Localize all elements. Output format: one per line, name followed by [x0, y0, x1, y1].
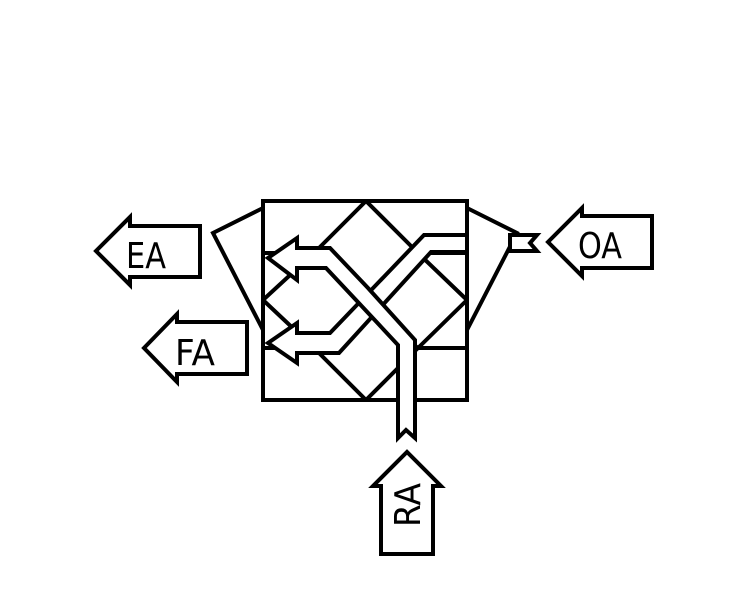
ea-label: EA	[126, 236, 166, 277]
oa-arrow-shape	[545, 203, 654, 281]
ea-arrow-shape	[93, 212, 202, 290]
fa-arrow: FA	[141, 309, 249, 387]
ra-label: RA	[388, 483, 429, 527]
ra-core-ribbon	[264, 234, 417, 443]
oa-ribbon-tail	[508, 233, 542, 253]
oa-arrow: OA	[545, 203, 654, 281]
right-side-plate	[465, 206, 520, 331]
oa-label: OA	[578, 226, 622, 267]
left-side-plate	[210, 206, 265, 331]
ea-arrow: EA	[93, 212, 202, 290]
ra-arrow: RA	[368, 449, 446, 556]
ra-arrow-shape	[368, 449, 446, 556]
fa-label: FA	[175, 333, 215, 374]
ra-flow-path	[264, 234, 417, 443]
fa-arrow-shape	[141, 309, 249, 387]
